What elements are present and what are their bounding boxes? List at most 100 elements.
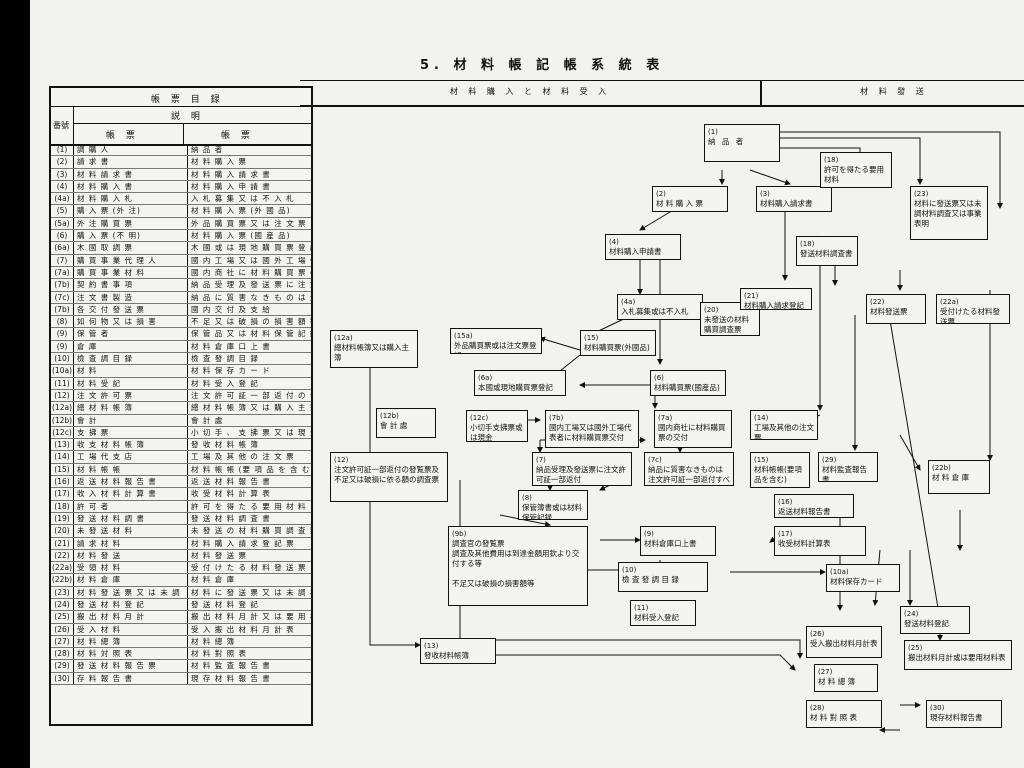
- cell-form-b: 發 送 材 料 登 記: [191, 599, 259, 609]
- node-15: (15)材料購買票(外國品): [580, 330, 656, 356]
- node-28: (28)材 料 對 照 表: [806, 700, 882, 728]
- cell-form-b: 材 料 受 入 登 記: [191, 378, 259, 388]
- node-12a: (12a)總材料帳簿又は購入主簿: [330, 330, 418, 368]
- cell-number: (16): [51, 476, 74, 488]
- table-row: (14)工 場 代 支 店工 場 及 其 他 の 注 文 票: [51, 451, 311, 464]
- cell-form-a: 各 交 付 發 送 票: [74, 303, 188, 316]
- table-row: (25)搬 出 材 料 月 計搬 出 材 料 月 計 又 は 要 用 材 料 表: [51, 611, 311, 624]
- col-b-header: 帳 票: [221, 131, 254, 141]
- cell-number: (7c): [51, 291, 74, 303]
- cell-form-a: 購 買 事 業 材 料: [74, 266, 188, 279]
- table-row: (9)倉 庫材 料 倉 庫 口 上 書: [51, 340, 311, 354]
- cell-form-b: 材 料 倉 庫: [191, 575, 236, 585]
- table-row: (15)材 料 帳 帳材 料 帳 帳 (要 項 品 を 含 む): [51, 463, 311, 477]
- cell-form-b: 納 品 者: [191, 145, 224, 154]
- cell-form-b: 納 品 に 質 害 な き も の は 注 文 許 可: [191, 292, 311, 302]
- node-15a: (15a)外品購買票或は注文票登記: [450, 328, 542, 354]
- cell-number: (14): [51, 451, 74, 463]
- document-title: 5. 材 料 帳 記 帳 系 統 表: [420, 58, 665, 73]
- table-row: (30)存 料 報 告 書現 存 材 料 報 告 書: [51, 672, 311, 686]
- cell-form-b: 材 料 購 入 票: [191, 157, 248, 167]
- cell-form-b: 材 料 に 發 送 票 又 は 未 調 材 料: [191, 587, 311, 597]
- cell-form-b: 受 入 搬 出 材 料 月 計 表: [191, 624, 295, 634]
- cell-number: (23): [51, 586, 74, 598]
- node-6a: (6a)本國或現地購買票登記: [474, 370, 566, 396]
- cell-form-a: 受 入 材 料: [74, 623, 188, 635]
- col-no-header: 番號: [53, 121, 69, 130]
- node-2: (2)材 料 購 入 票: [652, 186, 728, 212]
- cell-form-b: 納 品 受 理 及 發 送 票 に 注 文: [191, 280, 311, 290]
- cell-form-b: 材 料 監 査 報 告 書: [191, 661, 271, 671]
- cell-number: (4a): [51, 193, 74, 205]
- table-row: (20)未 發 送 材 料未 發 送 の 材 料 購 買 調 査 票: [51, 525, 311, 538]
- cell-number: (2): [51, 156, 74, 168]
- cell-form-a: 調 購 人: [74, 144, 188, 156]
- table-row: (18)許 可 者許 可 を 得 た る 要 用 材 料: [51, 500, 311, 513]
- cell-form-a: 存 料 報 告 書: [74, 672, 188, 685]
- cell-form-a: 材 料 倉 庫: [74, 574, 188, 586]
- table-row: (22a)受 領 材 料受 付 け た る 材 料 發 送 票: [51, 562, 311, 575]
- cell-form-b: 許 可 を 得 た る 要 用 材 料: [191, 501, 307, 511]
- cell-form-b: 材 料 對 照 表: [191, 649, 248, 659]
- cell-form-a: 購 入 票 (不 明): [74, 230, 188, 242]
- cell-number: (12a): [52, 402, 74, 414]
- node-15b: (15)材料帳帳(要項品を含む): [750, 452, 810, 488]
- document-page: 5. 材 料 帳 記 帳 系 統 表 帳 票 目 録 番號 説 明 帳 票 帳 …: [30, 0, 1024, 768]
- table-row: (19)發 送 材 料 調 書發 送 材 料 調 査 書: [51, 512, 311, 526]
- node-3: (3)材料購入請求書: [756, 186, 832, 212]
- cell-number: (28): [51, 648, 74, 660]
- cell-form-a: 材 料 対 照 表: [74, 648, 188, 660]
- section-header-purchase: 材 料 購 入 と 材 料 受 入: [300, 80, 760, 107]
- table-row: (13)收 支 材 料 帳 簿發 收 材 料 帳 簿: [51, 439, 311, 452]
- cell-number: (15): [51, 463, 74, 475]
- cell-number: (12b): [51, 414, 74, 426]
- cell-form-b: 搬 出 材 料 月 計 又 は 要 用 材 料 表: [191, 612, 311, 622]
- node-10a: (10a)材料保存カード: [826, 564, 900, 592]
- cell-form-b: 工 場 及 其 他 の 注 文 票: [191, 452, 295, 462]
- cell-form-a: 發 送 材 料 登 記: [74, 598, 188, 611]
- node-7a: (7a)國内商社に材料購買票の交付: [654, 410, 732, 448]
- cell-form-a: 返 送 材 料 報 告 書: [74, 476, 188, 488]
- table-row: (7b)各 交 付 發 送 票國 内 交 付 及 支 給: [51, 303, 311, 317]
- cell-form-a: 發 送 材 料 調 書: [74, 512, 188, 525]
- cell-number: (21): [51, 537, 74, 549]
- node-29: (29)材料監査報告書: [818, 452, 878, 482]
- node-6: (6)材料購買票(國産品): [650, 370, 726, 396]
- cell-form-a: 材 料 帳 帳: [74, 463, 188, 475]
- cell-form-a: 搬 出 材 料 月 計: [74, 611, 188, 623]
- table-row: (26)受 入 材 料受 入 搬 出 材 料 月 計 表: [51, 623, 311, 636]
- table-body: (1)調 購 人納 品 者(2)請 求 書材 料 購 入 票(3)材 料 請 求…: [51, 144, 311, 724]
- table-row: (8)如 何 物 又 は 損 害不 足 又 は 破 損 の 損 害 額 等: [51, 316, 311, 329]
- table-row: (23)材 料 發 送 票 又 は 未 調材 料 に 發 送 票 又 は 未 調…: [51, 586, 311, 599]
- node-12b: (12b)會 計 處: [376, 408, 436, 438]
- cell-form-a: 請 求 材 料: [74, 537, 188, 549]
- cell-form-b: 未 發 送 の 材 料 購 買 調 査 票: [191, 526, 311, 536]
- cell-number: (17): [51, 488, 74, 500]
- cell-form-a: 總 材 料 帳 簿: [74, 402, 188, 414]
- node-27: (27)材 料 總 簿: [814, 664, 878, 692]
- cell-form-a: 材 料 請 求 書: [74, 168, 188, 180]
- node-18b: (18)發送材料調査書: [796, 236, 858, 266]
- cell-form-b: 返 送 材 料 報 告 書: [191, 477, 271, 487]
- cell-form-a: 收 支 材 料 帳 簿: [74, 439, 188, 451]
- cell-form-b: 材 料 購 入 請 求 登 記 票: [191, 538, 295, 548]
- cell-number: (24): [51, 598, 74, 611]
- node-22: (22)材料發送票: [866, 294, 926, 324]
- cell-form-a: 工 場 代 支 店: [74, 451, 188, 463]
- cell-form-b: 國 内 商 社 に 材 料 購 買 票 の 交 付: [191, 267, 311, 277]
- table-row: (6)購 入 票 (不 明)材 料 購 入 票 (國 産 品): [51, 230, 311, 243]
- section-header-dispatch: 材 料 發 送: [760, 80, 1024, 107]
- node-12: (12)注文許可証一部返付の發覧票及不足又は破損に依る額の調査票: [330, 452, 448, 502]
- node-30: (30)現存材料報告書: [926, 700, 1002, 728]
- cell-form-b: 外 品 購 買 票 又 は 注 文 票: [191, 218, 307, 228]
- node-24: (24)發送材料登記: [900, 606, 970, 634]
- cell-form-b: 國 内 工 場 又 は 國 外 工 場 代 表: [191, 255, 311, 265]
- cell-number: (29): [51, 660, 74, 672]
- cell-form-a: 契 約 書 事 項: [74, 279, 188, 291]
- table-row: (10a)材 料材 料 保 存 カ ー ド: [51, 365, 311, 378]
- table-row: (7a)購 買 事 業 材 料國 内 商 社 に 材 料 購 買 票 の 交 付: [51, 266, 311, 280]
- cell-form-b: 材 料 購 入 請 求 書: [191, 169, 271, 179]
- cell-number: (3): [51, 168, 74, 180]
- cell-form-a: 材 料: [74, 365, 188, 377]
- cell-form-a: 注 文 許 可 票: [74, 389, 188, 402]
